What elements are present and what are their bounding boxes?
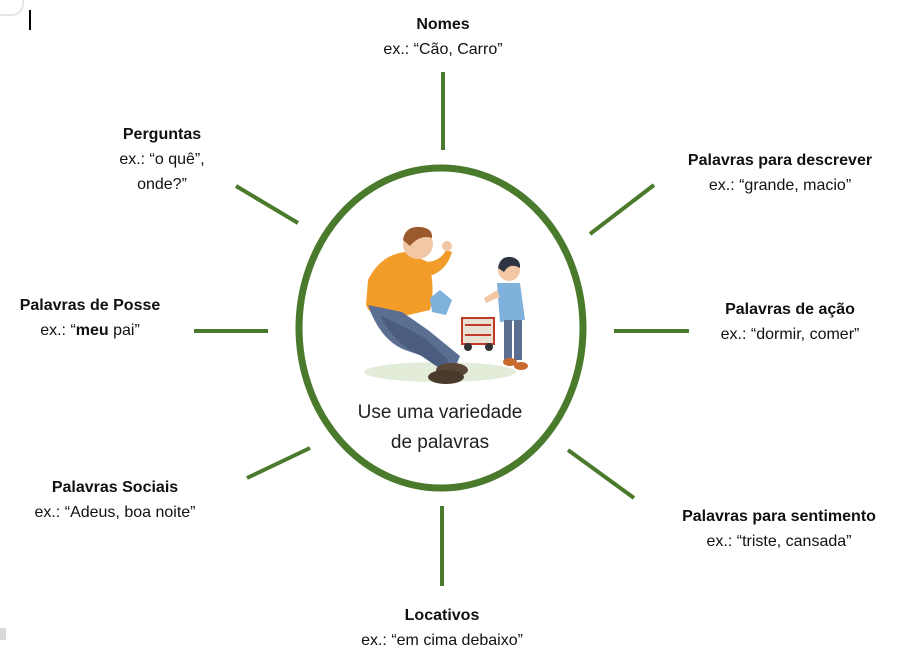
spoke-perguntas [234,184,300,225]
label-acao-title: Palavras de ação [725,301,855,318]
label-posse: Palavras de Posse ex.: “meu pai” [2,293,178,343]
label-descrever-title: Palavras para descrever [687,152,873,169]
label-locativos-title: Locativos [404,607,480,624]
center-caption-line1: Use uma variedade [357,402,523,423]
center-caption: Use uma variedade de palavras [335,398,545,458]
label-locativos-example: ex.: “em cima debaixo” [361,632,523,649]
father-and-child-illustration [364,226,528,384]
label-sentimento-title: Palavras para sentimento [682,508,876,525]
center-caption-line2: de palavras [390,432,490,453]
label-perguntas: Perguntas ex.: “o quê”, onde?” [72,122,252,197]
label-sentimento-example: ex.: “triste, cansada” [706,533,852,550]
label-descrever-example: ex.: “grande, macio” [708,177,852,194]
label-perguntas-title: Perguntas [122,126,202,143]
label-posse-title: Palavras de Posse [19,297,161,314]
label-nomes-example: ex.: “Cão, Carro” [383,41,503,58]
label-sociais-example: ex.: “Adeus, boa noite” [34,504,196,521]
label-posse-example: ex.: “meu pai” [40,322,140,339]
spoke-sociais [246,446,311,480]
label-nomes-title: Nomes [416,16,470,33]
label-perguntas-example-line1: ex.: “o quê”, [119,151,205,168]
label-acao-example: ex.: “dormir, comer” [720,326,860,343]
center-ring [295,164,587,492]
corner-decoration [0,0,24,16]
label-sentimento: Palavras para sentimento ex.: “triste, c… [662,504,896,554]
spoke-descrever [588,183,656,236]
label-sociais: Palavras Sociais ex.: “Adeus, boa noite” [10,475,220,525]
label-perguntas-example-line2: onde?” [137,176,187,193]
label-posse-emphasis: meu [75,322,109,339]
text-cursor [29,10,31,30]
label-locativos: Locativos ex.: “em cima debaixo” [342,603,542,653]
label-acao: Palavras de ação ex.: “dormir, comer” [690,297,890,347]
label-nomes: Nomes ex.: “Cão, Carro” [343,12,543,62]
edge-decoration [0,628,6,640]
label-sociais-title: Palavras Sociais [51,479,179,496]
label-descrever: Palavras para descrever ex.: “grande, ma… [665,148,895,198]
spoke-sentimento [566,448,636,500]
